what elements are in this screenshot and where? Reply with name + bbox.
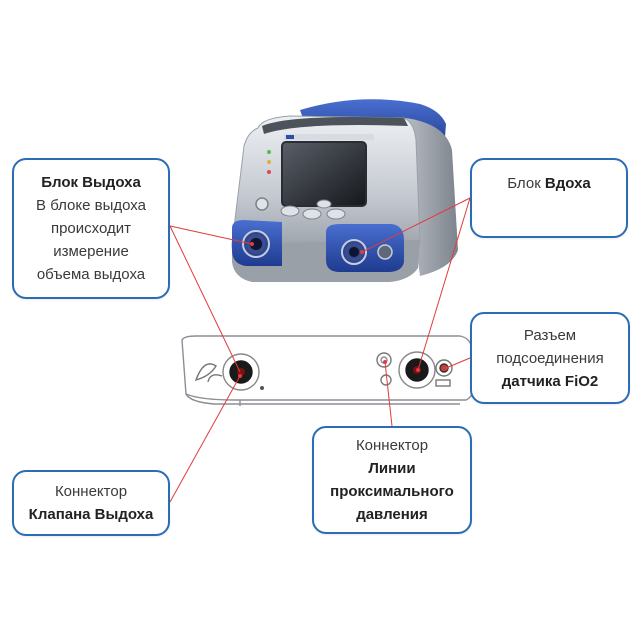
pointer-lines bbox=[169, 197, 471, 503]
callout-exhalation-valve-connector: Коннектор Клапана Выдоха bbox=[12, 470, 170, 536]
callout-title-line: Линии bbox=[368, 460, 416, 477]
callout-title: Вдоха bbox=[544, 175, 591, 192]
pointer-proximal-line bbox=[384, 361, 393, 427]
callout-inhalation-block: Блок Вдоха bbox=[470, 158, 628, 238]
pointer-exhalation-block-panel bbox=[169, 225, 241, 373]
callout-fio2-connector: Разъем подсоединения датчика FiO2 bbox=[470, 312, 630, 404]
device-screen bbox=[281, 141, 367, 207]
pointer-fio2 bbox=[445, 357, 471, 369]
callout-text-line: подсоединения bbox=[496, 349, 604, 367]
callout-exhalation-block: Блок Выдоха В блоке выдоха происходит из… bbox=[12, 158, 170, 299]
callout-title-line: проксимального bbox=[330, 483, 454, 500]
callout-text-line: измерение bbox=[53, 243, 129, 260]
callout-title-line: Блок Вдоха bbox=[507, 172, 591, 195]
callout-text-line: В блоке выдоха bbox=[36, 197, 146, 214]
callout-title: датчика FiO2 bbox=[501, 372, 599, 390]
ventilator-device bbox=[231, 99, 458, 282]
callout-prefix: Блок bbox=[507, 175, 545, 192]
callout-text-line: Разъем bbox=[523, 326, 577, 344]
callout-proximal-pressure-line: Коннектор Линии проксимального давления bbox=[312, 426, 472, 534]
callout-prefix: Коннектор bbox=[355, 437, 429, 454]
pointer-inhalation-block-panel bbox=[417, 197, 471, 371]
callout-title-line: давления bbox=[356, 506, 428, 523]
callout-text-line: объема выдоха bbox=[36, 266, 146, 283]
callout-prefix: Коннектор bbox=[54, 483, 128, 500]
power-button-icon bbox=[255, 197, 269, 211]
pointer-dots bbox=[238, 242, 448, 378]
callout-text-line: происходит bbox=[50, 220, 132, 237]
pointer-valve-connector bbox=[169, 375, 241, 503]
pointer-exhalation-block bbox=[169, 225, 253, 245]
callout-title: Блок Выдоха bbox=[41, 174, 141, 191]
front-panel-drawing bbox=[181, 335, 475, 406]
callout-title: Клапана Выдоха bbox=[28, 506, 154, 523]
pointer-inhalation-block bbox=[361, 197, 471, 253]
